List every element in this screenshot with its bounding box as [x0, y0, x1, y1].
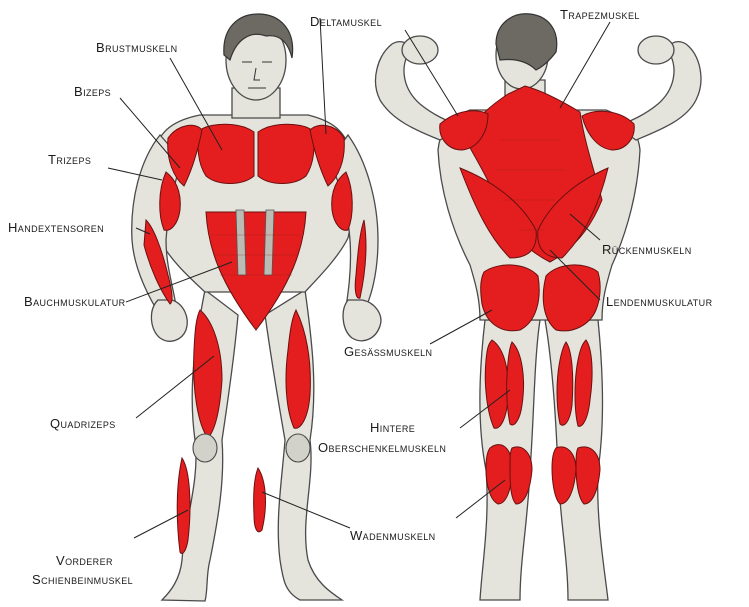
label-handextensoren: Handextensoren — [8, 220, 104, 235]
label-hintere-line2: Oberschenkelmuskeln — [318, 440, 446, 455]
label-deltamuskel: Deltamuskel — [310, 14, 382, 29]
label-wadenmuskeln: Wadenmuskeln — [350, 528, 436, 543]
label-vorderer-line1: Vorderer — [56, 553, 113, 568]
label-hintere-line1: Hintere — [370, 420, 415, 435]
label-trapezmuskel: Trapezmuskel — [560, 7, 640, 22]
label-gesaessmuskeln: Gesäßmuskeln — [344, 344, 432, 359]
label-trizeps: Trizeps — [48, 152, 91, 167]
label-bizeps: Bizeps — [74, 84, 111, 99]
label-bauchmuskulatur: Bauchmuskulatur — [24, 294, 126, 309]
label-lendenmuskulatur: Lendenmuskulatur — [606, 294, 713, 309]
label-quadrizeps: Quadrizeps — [50, 416, 116, 431]
label-rueckenmuskeln: Rückenmuskeln — [602, 242, 692, 257]
label-brustmuskeln: Brustmuskeln — [96, 40, 177, 55]
front-body-figure — [132, 14, 381, 601]
label-vorderer-line2: Schienbeinmuskel — [32, 572, 133, 587]
